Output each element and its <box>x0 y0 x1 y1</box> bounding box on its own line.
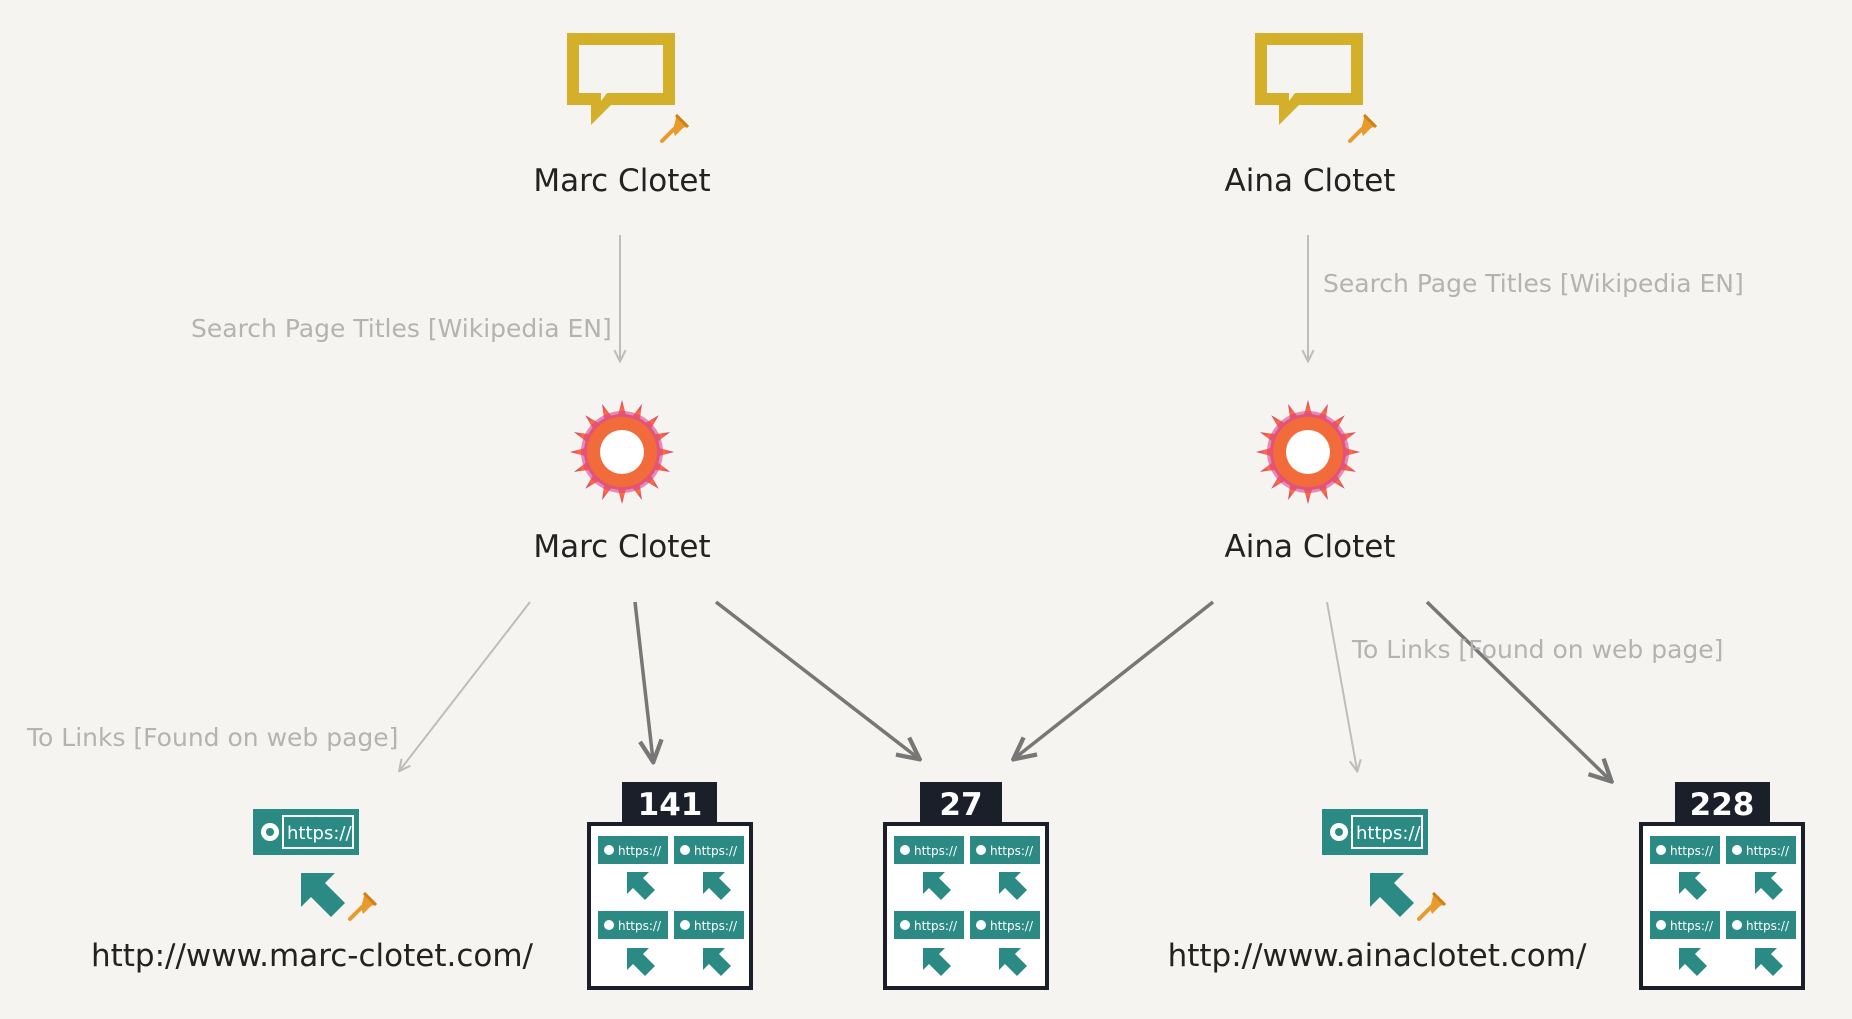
node-label: Marc Clotet <box>533 163 710 199</box>
edge-aina-27 <box>1015 600 1215 758</box>
node-wiki-marc[interactable]: Marc Clotet <box>533 400 711 565</box>
svg-text:https://: https:// <box>1356 823 1421 844</box>
node-phrase-marc[interactable]: Marc Clotet <box>533 33 711 199</box>
svg-text:https://: https:// <box>287 823 352 844</box>
node-label: Aina Clotet <box>1225 163 1396 199</box>
edge-links-marc <box>400 601 531 770</box>
svg-text:https://: https:// <box>1670 919 1714 933</box>
edge-aina-228 <box>1425 600 1610 780</box>
svg-text:https://: https:// <box>914 844 958 858</box>
wikipedia-flower-icon <box>570 400 674 504</box>
edge-marc-27 <box>714 600 918 758</box>
svg-text:https://: https:// <box>694 844 738 858</box>
node-collection-228[interactable]: 228 https:// https:// https:// https:// <box>1639 782 1805 990</box>
pin-icon <box>1417 890 1448 921</box>
node-collection-27[interactable]: 27 https:// https:// https:// https:// <box>883 782 1049 990</box>
node-phrase-aina[interactable]: Aina Clotet <box>1225 33 1396 199</box>
svg-text:https://: https:// <box>990 919 1034 933</box>
count-label: 228 <box>1690 787 1755 823</box>
edge-label-search-aina: Search Page Titles [Wikipedia EN] <box>1323 269 1744 298</box>
svg-text:https://: https:// <box>618 844 662 858</box>
speech-bubble-icon <box>567 33 675 125</box>
speech-bubble-icon <box>1255 33 1363 125</box>
pin-icon <box>660 112 691 143</box>
count-badge <box>1675 782 1770 824</box>
svg-text:https://: https:// <box>694 919 738 933</box>
svg-text:https://: https:// <box>1746 844 1790 858</box>
edges <box>400 235 1610 780</box>
node-collection-141[interactable]: 141 https:// https:// https:// https:// <box>587 782 753 990</box>
node-label: Marc Clotet <box>533 529 710 565</box>
url-collection-icon: https:// https:// https:// https:// <box>587 822 753 990</box>
pin-icon <box>1348 112 1379 143</box>
node-url-marc[interactable]: https:// http://www.marc-clotet.com/ <box>91 809 534 974</box>
node-label: http://www.marc-clotet.com/ <box>91 938 534 974</box>
count-label: 141 <box>638 787 703 823</box>
url-collection-icon: https:// https:// https:// https:// <box>883 822 1049 990</box>
svg-text:https://: https:// <box>618 919 662 933</box>
url-icon: https:// <box>1322 809 1428 917</box>
edge-marc-141 <box>633 601 653 760</box>
wikipedia-flower-icon <box>1256 400 1360 504</box>
url-icon: https:// <box>253 809 359 917</box>
svg-text:https://: https:// <box>990 844 1034 858</box>
node-wiki-aina[interactable]: Aina Clotet <box>1225 400 1396 565</box>
node-url-aina[interactable]: https:// http://www.ainaclotet.com/ <box>1168 809 1587 974</box>
node-label: Aina Clotet <box>1225 529 1396 565</box>
edge-links-aina <box>1326 601 1357 770</box>
edge-label-links-marc: To Links [Found on web page] <box>26 723 398 752</box>
edge-label-links-aina: To Links [Found on web page] <box>1351 635 1723 664</box>
count-label: 27 <box>939 787 982 823</box>
svg-text:https://: https:// <box>1746 919 1790 933</box>
pin-icon <box>348 890 379 921</box>
url-collection-icon: https:// https:// https:// https:// <box>1639 822 1805 990</box>
edge-label-search-marc: Search Page Titles [Wikipedia EN] <box>191 314 612 343</box>
svg-text:https://: https:// <box>1670 844 1714 858</box>
count-badge <box>920 782 1002 824</box>
count-badge <box>622 782 717 824</box>
svg-text:https://: https:// <box>914 919 958 933</box>
node-label: http://www.ainaclotet.com/ <box>1168 938 1587 974</box>
